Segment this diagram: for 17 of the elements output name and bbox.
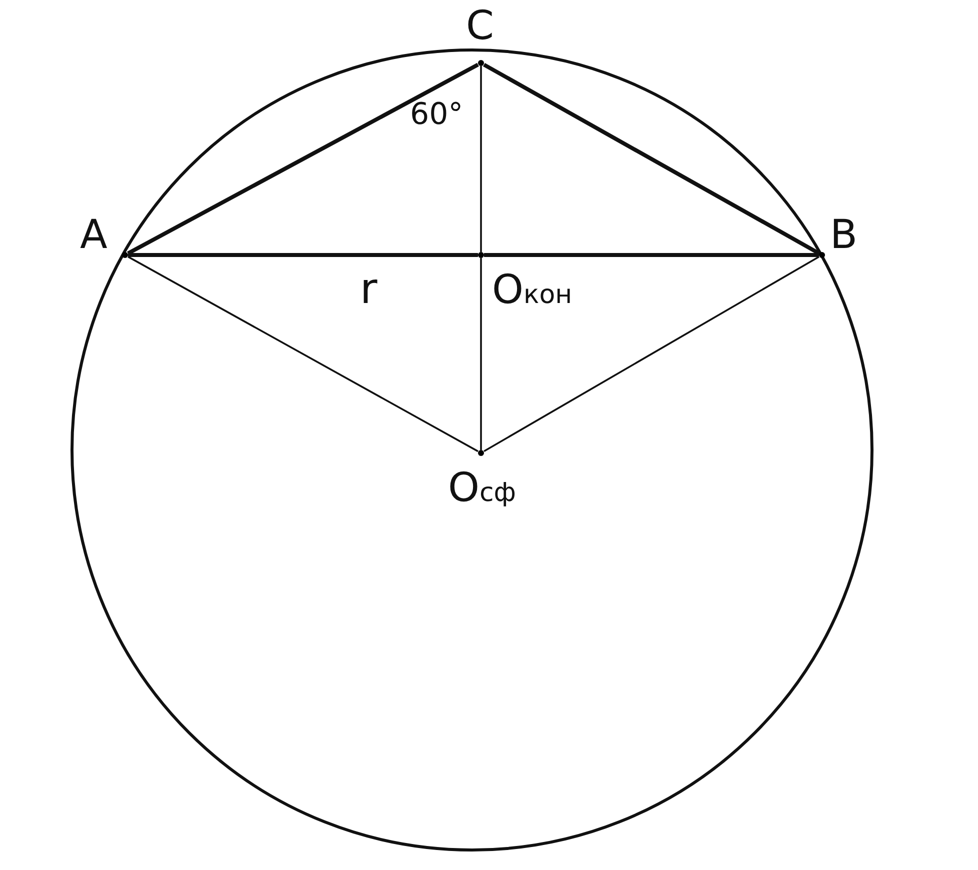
angle-label: 60°	[410, 100, 464, 130]
point-label: A	[80, 215, 108, 255]
line-segment	[484, 253, 819, 257]
line-segment	[484, 256, 820, 452]
line-segment	[480, 258, 482, 450]
point-label: B	[830, 215, 858, 255]
line-segment	[483, 62, 820, 256]
point-label: C	[466, 6, 494, 46]
line-segment	[127, 62, 479, 256]
vertex-point	[478, 450, 484, 456]
line-segment	[128, 256, 478, 452]
line-segment	[128, 253, 478, 257]
vertex-point	[478, 252, 484, 258]
vertex-point	[478, 60, 484, 66]
vertex-point	[122, 252, 128, 258]
length-label: r	[360, 268, 378, 310]
line-segment	[480, 66, 482, 252]
